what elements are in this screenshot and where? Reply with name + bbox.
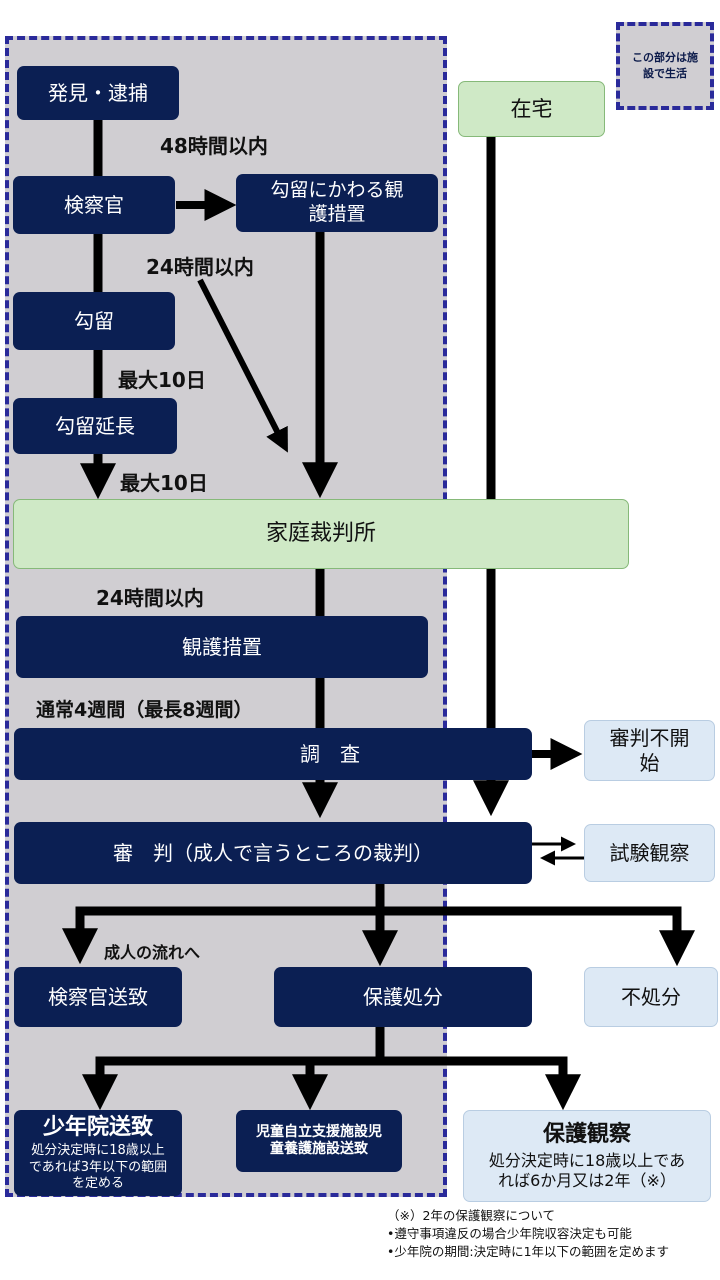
node-detention: 勾留: [13, 292, 175, 350]
legend-facility-zone: この部分は施設で生活: [616, 22, 714, 110]
label-weeks: 通常4週間（最長8週間）: [36, 699, 253, 721]
footnote: （※）2年の保護観察について •遵守事項違反の場合少年院収容決定も可能 •少年院…: [387, 1208, 670, 1259]
node-probation: 保護観察 処分決定時に18歳以上であれば6か月又は2年（※）: [463, 1110, 711, 1202]
label-48-hours: 48時間以内: [160, 134, 268, 158]
node-arrest: 発見・逮捕: [17, 66, 179, 120]
node-protective-disposition: 保護処分: [274, 967, 532, 1027]
node-child-facility: 児童自立支援施設児童養護施設送致: [236, 1110, 402, 1172]
node-at-home: 在宅: [458, 81, 605, 137]
node-juvenile-training-school: 少年院送致 処分決定時に18歳以上であれば3年以下の範囲を定める: [14, 1110, 182, 1196]
node-no-disposition: 不処分: [584, 967, 718, 1027]
node-probation-test: 試験観察: [584, 824, 715, 882]
label-max-10-days-a: 最大10日: [118, 368, 206, 392]
label-24-hours-b: 24時間以内: [96, 586, 204, 610]
node-detention-extension: 勾留延長: [13, 398, 177, 454]
node-prosecutor: 検察官: [13, 176, 175, 234]
label-24-hours-a: 24時間以内: [146, 255, 254, 279]
node-family-court: 家庭裁判所: [13, 499, 629, 569]
label-max-10-days-b: 最大10日: [120, 471, 208, 495]
node-hearing: 審 判（成人で言うところの裁判）: [14, 822, 532, 884]
node-refer-prosecutor: 検察官送致: [14, 967, 182, 1027]
node-no-hearing: 審判不開始: [584, 720, 715, 781]
label-adult-flow: 成人の流れへ: [104, 943, 201, 962]
node-investigation: 調 査: [14, 728, 532, 780]
node-alt-detention: 勾留にかわる観護措置: [236, 174, 438, 232]
node-observation: 観護措置: [16, 616, 428, 678]
